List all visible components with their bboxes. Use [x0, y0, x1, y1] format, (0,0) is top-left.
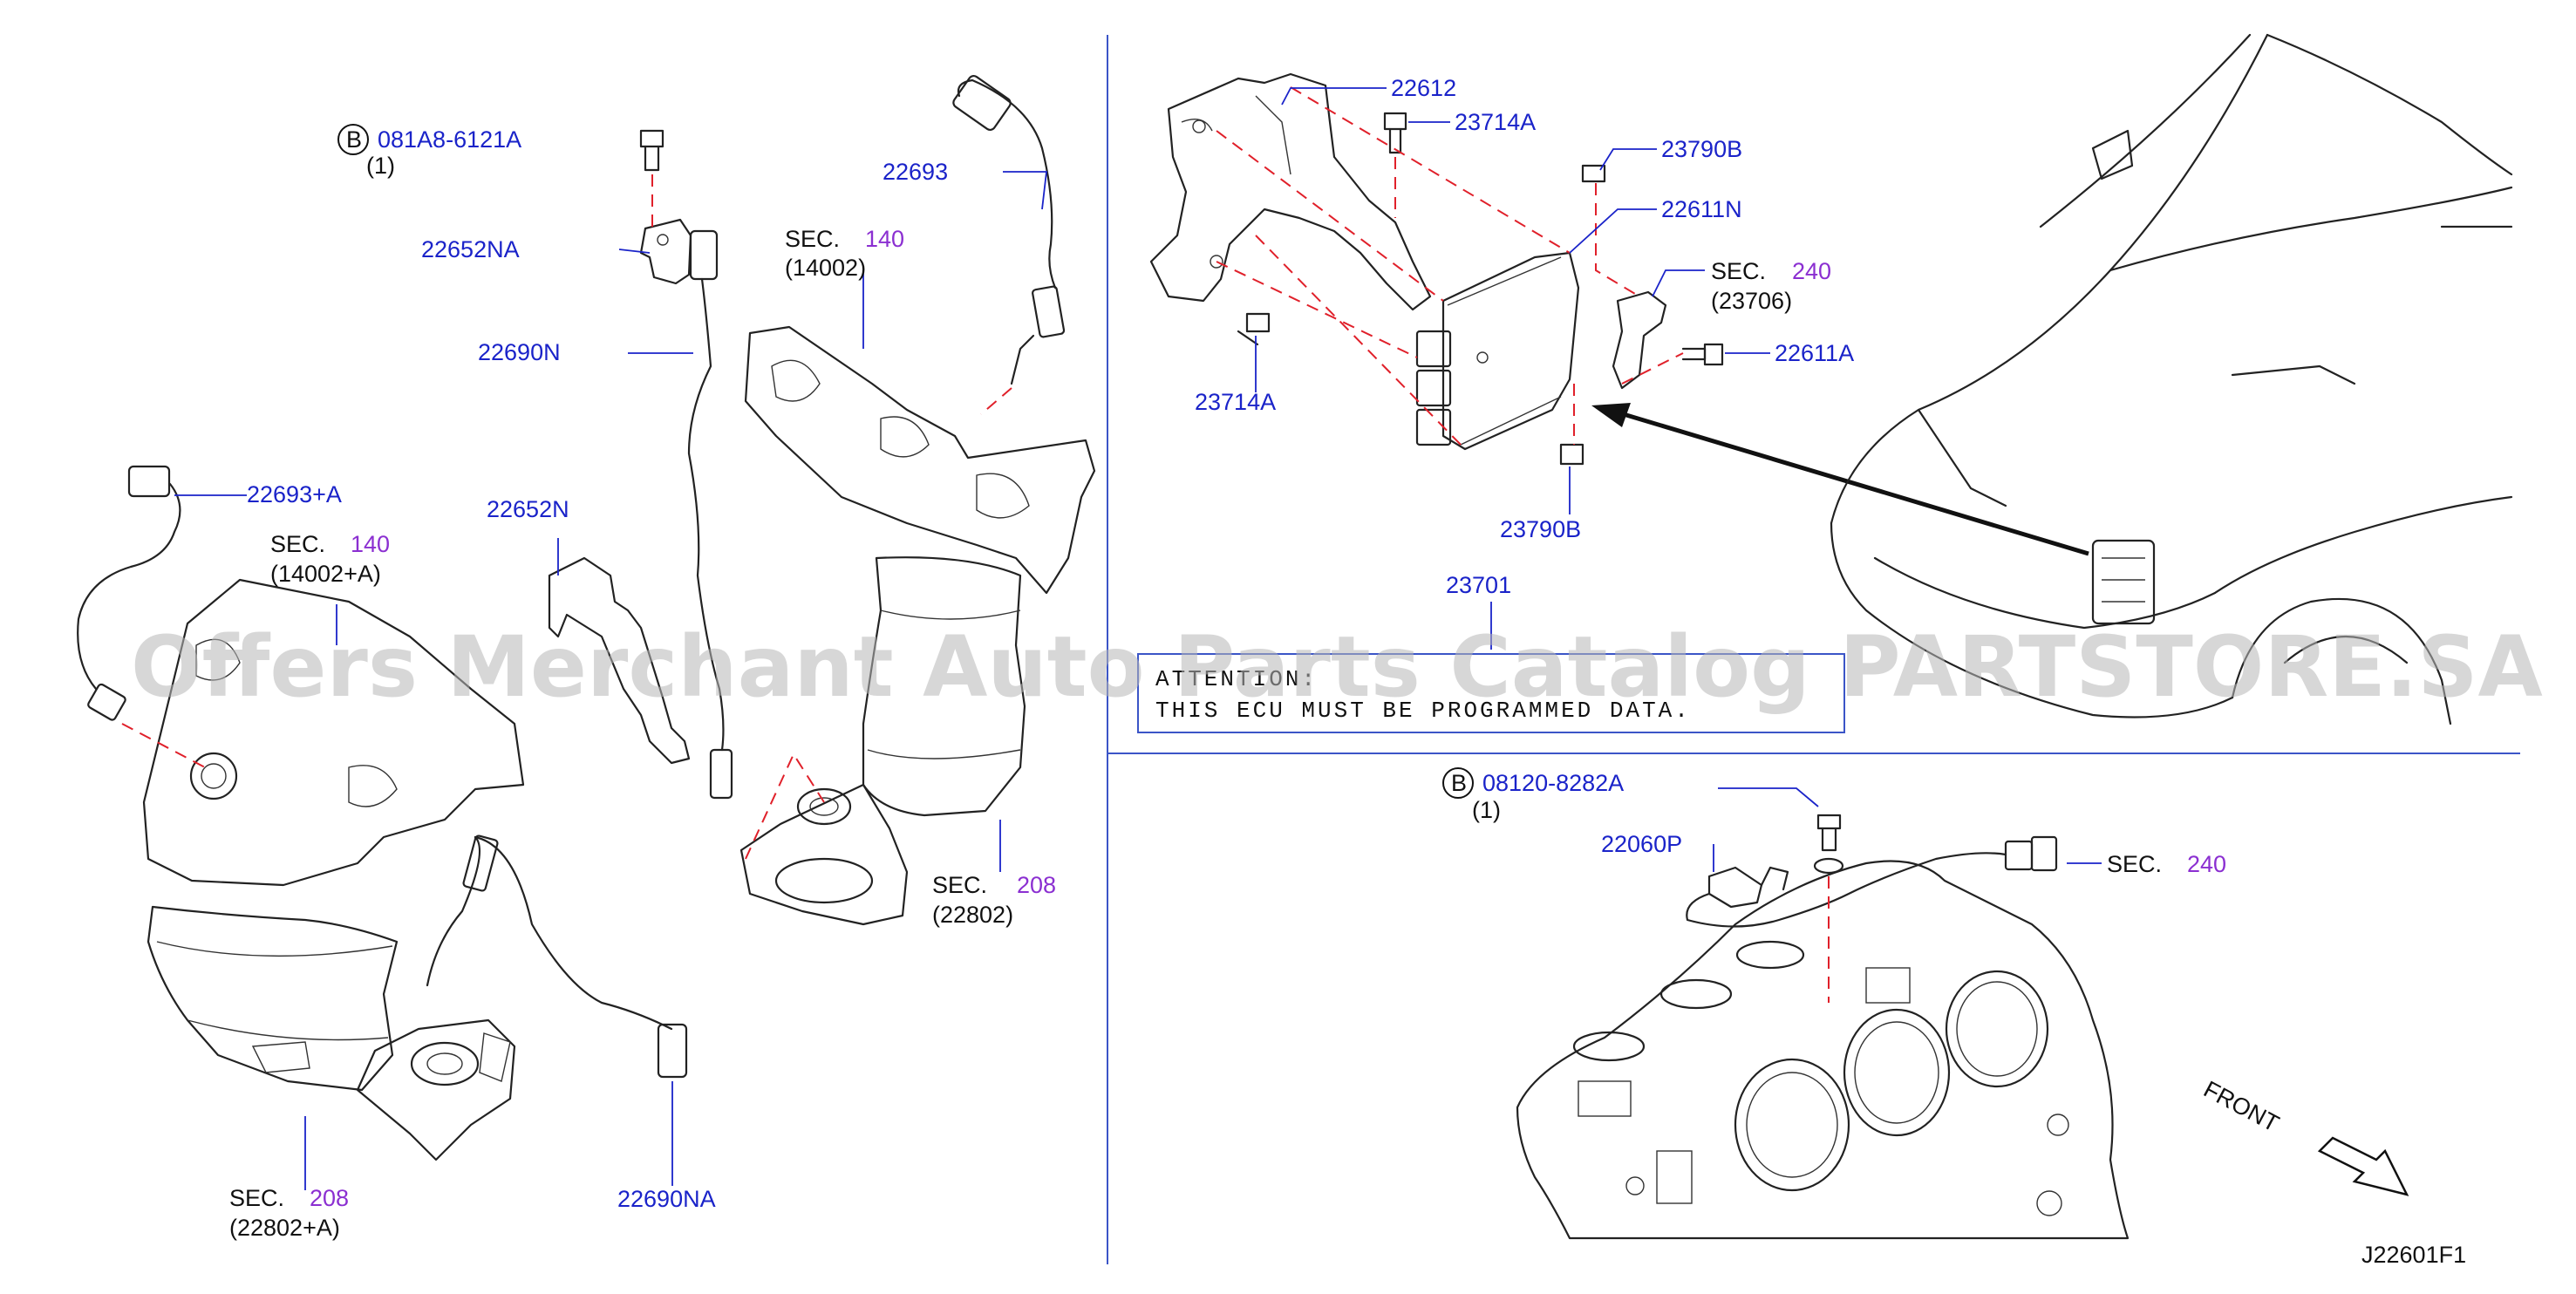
sec-number: 140: [351, 531, 390, 557]
part-label-22652NA: 22652NA: [421, 236, 520, 262]
diagram-id: J22601F1: [2361, 1242, 2466, 1268]
part-label-23714A: 23714A: [1455, 109, 1536, 135]
sec-number: 240: [2187, 851, 2226, 877]
ecu-note-line1: ATTENTION:: [1155, 666, 1318, 692]
part-label-bolt1: 081A8-6121A: [378, 126, 521, 153]
leader-line: [618, 249, 651, 254]
sec-label: SEC.: [2107, 851, 2162, 877]
air-fuel-sensor-22693A: [77, 465, 181, 721]
ecu-attention-box: [1137, 653, 1845, 733]
sec-label: SEC.: [1711, 258, 1766, 284]
sec-ref: (23706): [1711, 288, 1792, 314]
part-label-22652N: 22652N: [487, 496, 569, 522]
sec-number: 140: [865, 226, 904, 252]
front-exhaust-manifold-catalyst: [142, 578, 525, 1161]
sec-label: SEC.: [932, 872, 987, 898]
part-label-22690NA: 22690NA: [617, 1186, 716, 1212]
front-direction-arrow: [2317, 1136, 2409, 1196]
air-fuel-sensor-22693: [952, 74, 1066, 385]
part-label-22611A: 22611A: [1775, 340, 1854, 366]
bolt-08120-8282A: [1813, 814, 1844, 875]
heated-oxygen-sensor-22690NA: [426, 834, 688, 1079]
part-label-23701: 23701: [1446, 572, 1511, 598]
bolt-081A8-6121A: [639, 129, 664, 172]
leader-line: [1599, 148, 1657, 171]
part-label-bolt2: 08120-8282A: [1482, 770, 1624, 796]
ecm-bracket-22612: [1149, 72, 1432, 311]
assembly-line: [1595, 183, 1640, 297]
assembly-line: [745, 752, 825, 860]
sec-ref: (14002+A): [270, 561, 381, 587]
leader-line: [1281, 87, 1387, 106]
leader-line: [1652, 269, 1705, 297]
front-label: FRONT: [2199, 1076, 2283, 1137]
sec-ref: (22802+A): [229, 1215, 340, 1241]
part-label-23790B: 23790B: [1500, 516, 1581, 542]
assembly-line: [1621, 352, 1684, 385]
qty-label-bolt2: (1): [1472, 797, 1501, 823]
sec-number: 208: [1017, 872, 1056, 898]
sec-ref: (14002): [785, 255, 866, 281]
watermark: Offers Merchant Auto Parts Catalog PARTS…: [131, 618, 2543, 716]
engine-control-module-23701: [1415, 251, 1580, 451]
bolt-type-letter: B: [346, 126, 362, 153]
arrowhead: [1591, 403, 1631, 427]
location-arrow: [1608, 407, 2089, 556]
part-label-22693: 22693: [883, 159, 948, 185]
part-label-22060P: 22060P: [1601, 831, 1682, 857]
sec-label: SEC.: [270, 531, 325, 557]
sec-number: 208: [310, 1185, 349, 1211]
ecm-bracket-sec240: [1612, 290, 1667, 390]
knock-sensor-22060P: [1686, 835, 2058, 928]
sensor-bracket-22652N: [548, 556, 691, 765]
vehicle-outline: [1830, 33, 2513, 725]
part-label-22693A: 22693+A: [247, 481, 342, 507]
assembly-line: [1290, 86, 1571, 254]
ecu-note-line2: THIS ECU MUST BE PROGRAMMED DATA.: [1155, 698, 1691, 724]
sec-ref: (22802): [932, 902, 1013, 928]
bolt-type-letter: B: [1451, 770, 1467, 796]
assembly-line: [1216, 130, 1444, 302]
assembly-line: [980, 387, 1012, 415]
part-label-22690N: 22690N: [478, 339, 561, 365]
sec-label: SEC.: [785, 226, 840, 252]
part-label-22612: 22612: [1391, 75, 1456, 101]
bolt-type-circle: [337, 124, 369, 155]
leader-line: [1003, 171, 1048, 210]
bolt-type-circle: [1442, 767, 1474, 799]
part-label-23790B: 23790B: [1661, 136, 1742, 162]
bolts-ecm: [1237, 112, 1724, 466]
assembly-line: [1255, 235, 1466, 450]
part-label-23714A: 23714A: [1195, 389, 1276, 415]
sec-label: SEC.: [229, 1185, 284, 1211]
assembly-line: [121, 723, 206, 768]
assembly-line: [1216, 261, 1418, 358]
cylinder-block: [1516, 860, 2130, 1240]
leader-line: [1718, 787, 1819, 807]
rear-exhaust-manifold-catalyst: [739, 325, 1096, 926]
qty-label-bolt1: (1): [366, 153, 395, 179]
sensor-bracket-22652NA: [639, 218, 692, 285]
sec-number: 240: [1792, 258, 1831, 284]
part-label-22611N: 22611N: [1661, 196, 1742, 222]
leader-line: [1569, 208, 1657, 254]
